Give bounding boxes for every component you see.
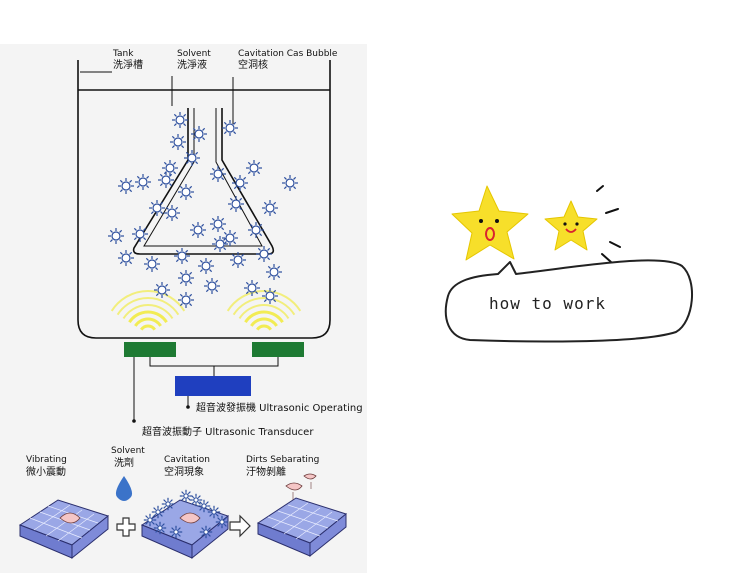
cavitation-bubble-icon <box>154 282 170 298</box>
small-star-icon <box>544 200 598 251</box>
solvent-label-en: Solvent <box>177 49 211 59</box>
cavitation-bubble-icon <box>178 292 194 308</box>
cavitation-bubble-icon <box>178 270 194 286</box>
solvent-label-zh: 洗淨液 <box>177 60 207 71</box>
cavitation-bubble-icon <box>158 172 174 188</box>
cavitation-bubble-icon <box>178 184 194 200</box>
cavitation-bubble-icon <box>118 178 134 194</box>
wave-arc <box>116 297 180 316</box>
cavitation-bubble-icon <box>164 205 180 221</box>
step-dirts-zh: 汙物剝離 <box>246 467 286 478</box>
cavitation-bubble-icon <box>153 521 167 535</box>
cavitation-bubble-icon <box>282 175 298 191</box>
cavitation-bubble-icon <box>174 248 190 264</box>
step-solvent-en: Solvent <box>111 446 145 456</box>
wave-arc <box>122 304 174 320</box>
cavitation-bubbles <box>108 112 298 308</box>
cavitation-bubble-icon <box>190 222 206 238</box>
process-step-dirts-separating <box>256 473 348 558</box>
step-vibrating-en: Vibrating <box>26 455 67 465</box>
ultrasonic-waves <box>110 290 302 331</box>
cavitation-bubble-icon <box>248 222 264 238</box>
flask <box>132 108 275 255</box>
wave-arc <box>139 324 157 331</box>
wave-arc <box>238 304 290 320</box>
cavitation-bubble-icon <box>230 252 246 268</box>
cavitation-bubble-icon <box>266 264 282 280</box>
process-step-vibrating <box>18 499 110 560</box>
tank-outline <box>77 60 331 339</box>
cavitation-bubble-icon <box>169 525 183 539</box>
cavitation-bubble-icon <box>135 174 151 190</box>
ultrasonic-generator <box>175 376 251 396</box>
how-to-work-text: how to work <box>489 294 606 313</box>
wave-arc <box>244 310 284 324</box>
transducer-label: 超音波振動子 Ultrasonic Transducer <box>142 427 314 438</box>
cavitation-bubble-icon <box>210 216 226 232</box>
cavitation-bubble-icon <box>262 288 278 304</box>
operating-label: 超音波發振機 Ultrasonic Operating <box>196 403 363 414</box>
step-cavitation-zh: 空洞現象 <box>164 467 204 478</box>
cavitation-bubble-icon <box>232 175 248 191</box>
plus-sign <box>116 517 136 537</box>
cavitation-bubble-icon <box>256 246 272 262</box>
wiring <box>149 357 279 376</box>
cavitation-bubble-icon <box>191 126 207 142</box>
cavitation-label-en: Cavitation Cas Bubble <box>238 49 338 59</box>
step-cavitation-en: Cavitation <box>164 455 210 465</box>
wave-arc <box>128 310 168 324</box>
cavitation-label-zh: 空洞核 <box>238 60 268 71</box>
wave-arc <box>250 317 278 327</box>
process-step-cavitation <box>140 489 230 560</box>
cavitation-bubble-icon <box>197 499 211 513</box>
speech-bubble <box>444 259 693 343</box>
wave-arc <box>232 297 296 316</box>
wave-arc <box>134 317 162 327</box>
cavitation-bubble-icon <box>215 515 229 529</box>
arrow <box>229 514 251 538</box>
cavitation-bubble-icon <box>262 200 278 216</box>
cavitation-bubble-icon <box>108 228 124 244</box>
cavitation-bubble-icon <box>212 236 228 252</box>
cavitation-bubble-icon <box>170 134 186 150</box>
cavitation-bubble-icon <box>210 166 226 182</box>
cavitation-bubble-icon <box>199 525 213 539</box>
transducer-left <box>124 342 176 357</box>
cavitation-bubble-icon <box>184 150 200 166</box>
cavitation-bubble-icon <box>161 497 175 511</box>
cavitation-bubble-icon <box>198 258 214 274</box>
cavitation-bubble-icon <box>172 112 188 128</box>
cavitation-bubble-icon <box>244 280 260 296</box>
cavitation-bubble-icon <box>189 493 203 507</box>
wave-arc <box>255 324 273 331</box>
tank-label-zh: 洗淨槽 <box>113 60 143 71</box>
cavitation-bubble-icon <box>246 160 262 176</box>
big-star-icon <box>451 185 529 261</box>
wave-arc <box>226 290 302 312</box>
cavitation-bubble-icon <box>222 230 238 246</box>
cavitation-bubble-icon <box>118 250 134 266</box>
wave-arc <box>110 290 186 312</box>
transducer-right <box>252 342 304 357</box>
cavitation-bubble-icon <box>162 160 178 176</box>
cavitation-bubble-icon <box>179 489 193 503</box>
sparkle-lines <box>596 185 621 263</box>
step-dirts-en: Dirts Sebarating <box>246 455 320 465</box>
tank-label-en: Tank <box>113 49 134 59</box>
cavitation-bubble-icon <box>228 196 244 212</box>
cavitation-bubble-icon <box>149 200 165 216</box>
step-solvent-zh: 洗劑 <box>114 458 134 469</box>
step-vibrating-zh: 微小震動 <box>26 467 66 478</box>
cavitation-bubble-icon <box>222 120 238 136</box>
cavitation-bubble-icon <box>143 513 157 527</box>
cavitation-bubble-icon <box>207 505 221 519</box>
cavitation-bubble-icon <box>132 226 148 242</box>
cavitation-bubble-icon <box>204 278 220 294</box>
solvent-drop <box>115 476 133 501</box>
cavitation-bubble-icon <box>144 256 160 272</box>
